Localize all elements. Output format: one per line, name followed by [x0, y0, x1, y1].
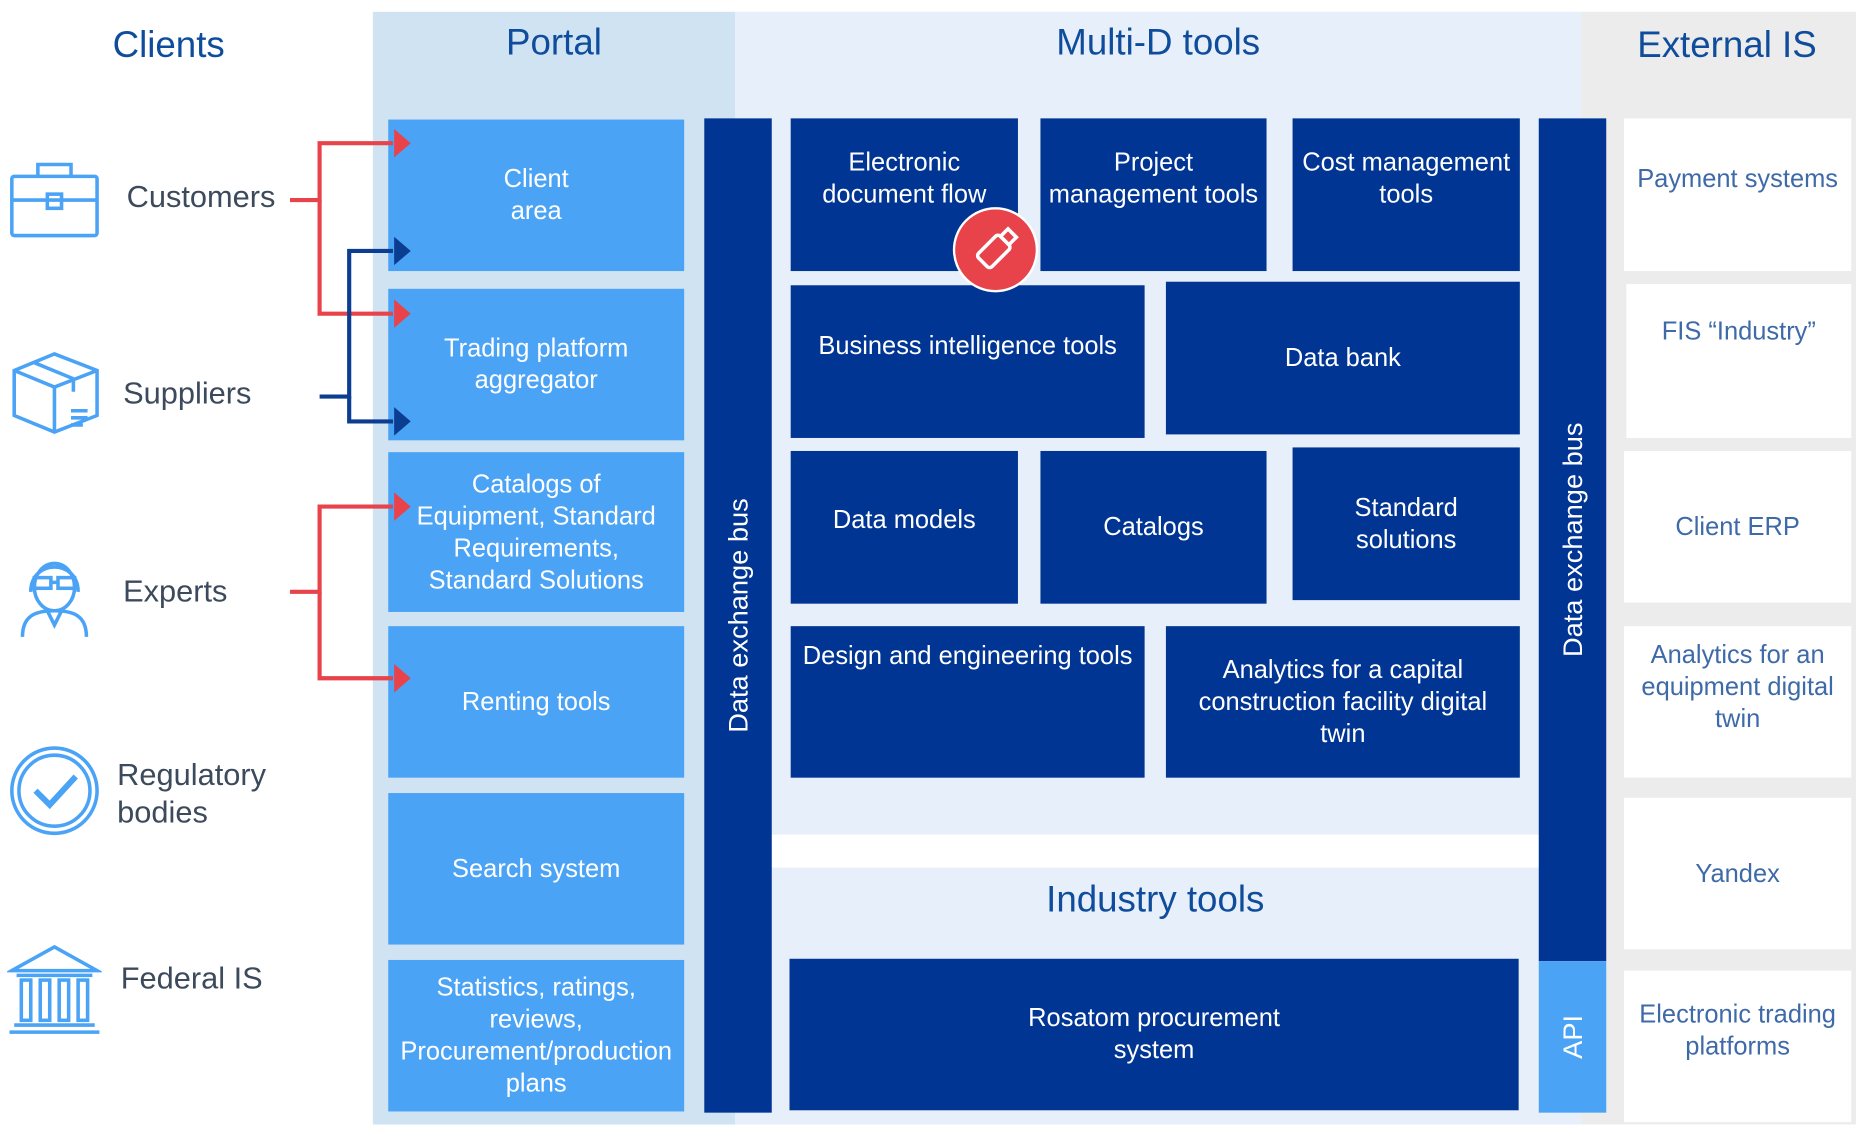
client-experts-label: Experts	[123, 572, 228, 609]
tool-business-intelligence[interactable]: Business intelligence tools	[790, 285, 1145, 438]
checkmark-circle-icon	[10, 746, 99, 836]
portal-trading-platform-aggregator[interactable]: Trading platform aggregator	[388, 288, 685, 441]
arrowhead-red	[394, 299, 411, 328]
api-bar: API	[1538, 961, 1607, 1113]
client-connectors	[289, 129, 411, 693]
portal-client-area[interactable]: Client area	[388, 119, 685, 272]
tool-design-engineering[interactable]: Design and engineering tools	[790, 626, 1145, 778]
client-federal-label: Federal IS	[120, 959, 263, 996]
data-exchange-bus-left: Data exchange bus	[704, 118, 772, 1113]
client-regulatory-label: Regulatory bodies	[117, 756, 267, 830]
external-analytics-equipment[interactable]: Analytics for an equipment digital twin	[1623, 626, 1852, 778]
external-payment-systems[interactable]: Payment systems	[1623, 118, 1852, 272]
tool-cost-management[interactable]: Cost management tools	[1292, 118, 1520, 272]
arrowhead-red	[394, 129, 411, 158]
portal-statistics[interactable]: Statistics, ratings, reviews, Procuremen…	[388, 959, 685, 1112]
arrowhead-red	[394, 492, 411, 521]
portal-search-system[interactable]: Search system	[388, 793, 685, 945]
clients-header: Clients	[112, 23, 225, 66]
data-exchange-bus-left-label: Data exchange bus	[722, 498, 753, 733]
arrowhead-blue	[394, 236, 411, 266]
external-fis-industry[interactable]: FIS “Industry”	[1626, 284, 1852, 438]
tool-data-bank[interactable]: Data bank	[1165, 281, 1520, 435]
expert-person-icon	[20, 561, 89, 637]
arrowhead-blue	[394, 407, 411, 436]
arrowhead-red	[394, 664, 411, 693]
connector-customers-trading	[317, 200, 393, 316]
external-header: External IS	[1637, 23, 1817, 66]
industry-rosatom-procurement[interactable]: Rosatom procurement system	[789, 958, 1519, 1111]
tool-catalogs[interactable]: Catalogs	[1040, 450, 1267, 604]
portal-renting-tools[interactable]: Renting tools	[388, 626, 685, 778]
tool-project-management[interactable]: Project management tools	[1040, 118, 1267, 272]
tool-analytics-capital-construction[interactable]: Analytics for a capital construction fac…	[1165, 626, 1520, 778]
usb-drive-icon[interactable]	[952, 206, 1040, 294]
data-exchange-bus-right: Data exchange bus	[1538, 118, 1607, 962]
connector-suppliers-trading	[347, 396, 393, 424]
external-yandex[interactable]: Yandex	[1623, 797, 1852, 950]
api-label: API	[1556, 1014, 1588, 1059]
briefcase-icon	[10, 162, 99, 238]
client-customers-label: Customers	[126, 178, 276, 215]
connector-suppliers-client-area	[319, 248, 393, 399]
portal-catalogs[interactable]: Catalogs of Equipment, Standard Requirem…	[388, 452, 685, 612]
external-client-erp[interactable]: Client ERP	[1623, 450, 1852, 603]
connector-experts-renting	[317, 591, 393, 681]
client-suppliers-label: Suppliers	[123, 375, 252, 411]
multid-header: Multi-D tools	[1056, 21, 1261, 63]
data-exchange-bus-right-label: Data exchange bus	[1556, 422, 1588, 658]
tool-standard-solutions[interactable]: Standard solutions	[1292, 447, 1520, 601]
package-box-icon	[12, 352, 99, 434]
external-electronic-trading[interactable]: Electronic trading platforms	[1623, 970, 1852, 1123]
tool-data-models[interactable]: Data models	[790, 450, 1018, 604]
section-divider	[771, 834, 1539, 868]
government-building-icon	[7, 944, 102, 1034]
industry-header: Industry tools	[1046, 878, 1265, 920]
portal-header: Portal	[506, 21, 602, 63]
connector-experts-catalogs	[289, 504, 393, 594]
connector-customers-client-area	[289, 141, 393, 203]
